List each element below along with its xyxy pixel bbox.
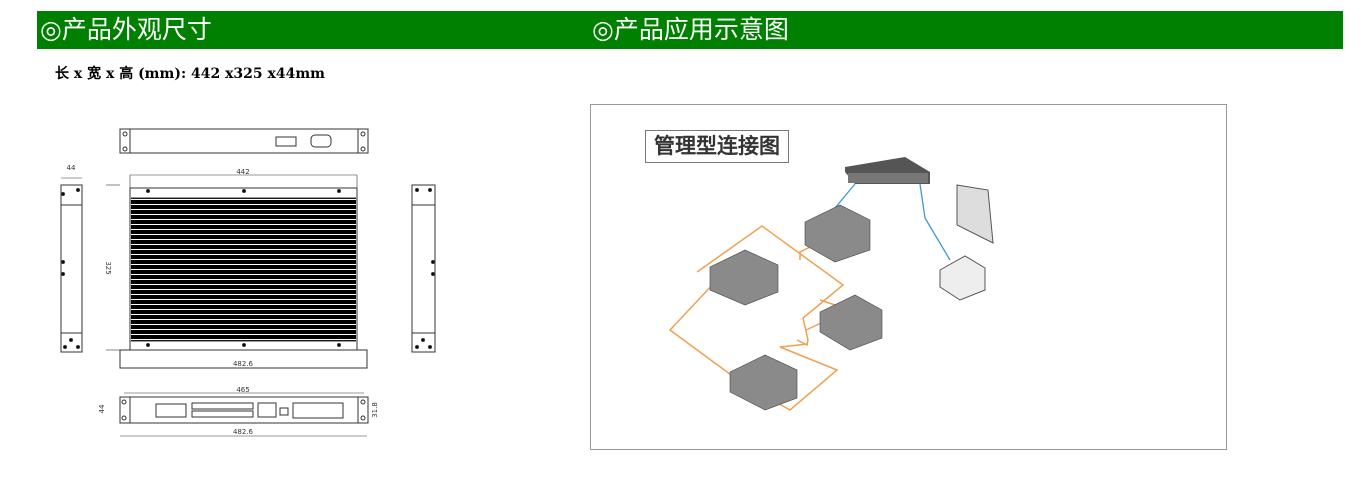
poe-switches [709,204,883,411]
top-width-label: 442 [236,168,249,176]
rack-width-label: 482.6 [233,360,254,368]
application-heading: ◎产品应用示意图 [592,15,789,44]
right-side-view [411,184,436,353]
front-unit-height-label: 31.8 [371,402,379,418]
uplinks [834,183,951,261]
diagram-title: 管理型连接图 [645,130,789,163]
front-rack-width-label: 482.6 [233,428,254,436]
front-view: 465 482.6 44 31.8 [98,386,379,437]
core-switch [845,157,930,184]
section-header-bar [37,11,1343,49]
monitor [956,184,994,244]
dimensions-heading: ◎产品外观尺寸 [40,15,212,44]
side-height-label: 44 [67,164,76,172]
top-view: 442 325 482.6 [104,168,368,369]
front-height-label: 44 [98,404,106,413]
left-side-view: 44 [60,164,83,353]
depth-label: 325 [104,261,112,274]
dimensions-text: 长 x 宽 x 高 (mm): 442 x325 x44mm [55,66,325,82]
rear-view [119,128,369,154]
front-width-label: 465 [236,386,249,394]
nvr [939,255,986,301]
